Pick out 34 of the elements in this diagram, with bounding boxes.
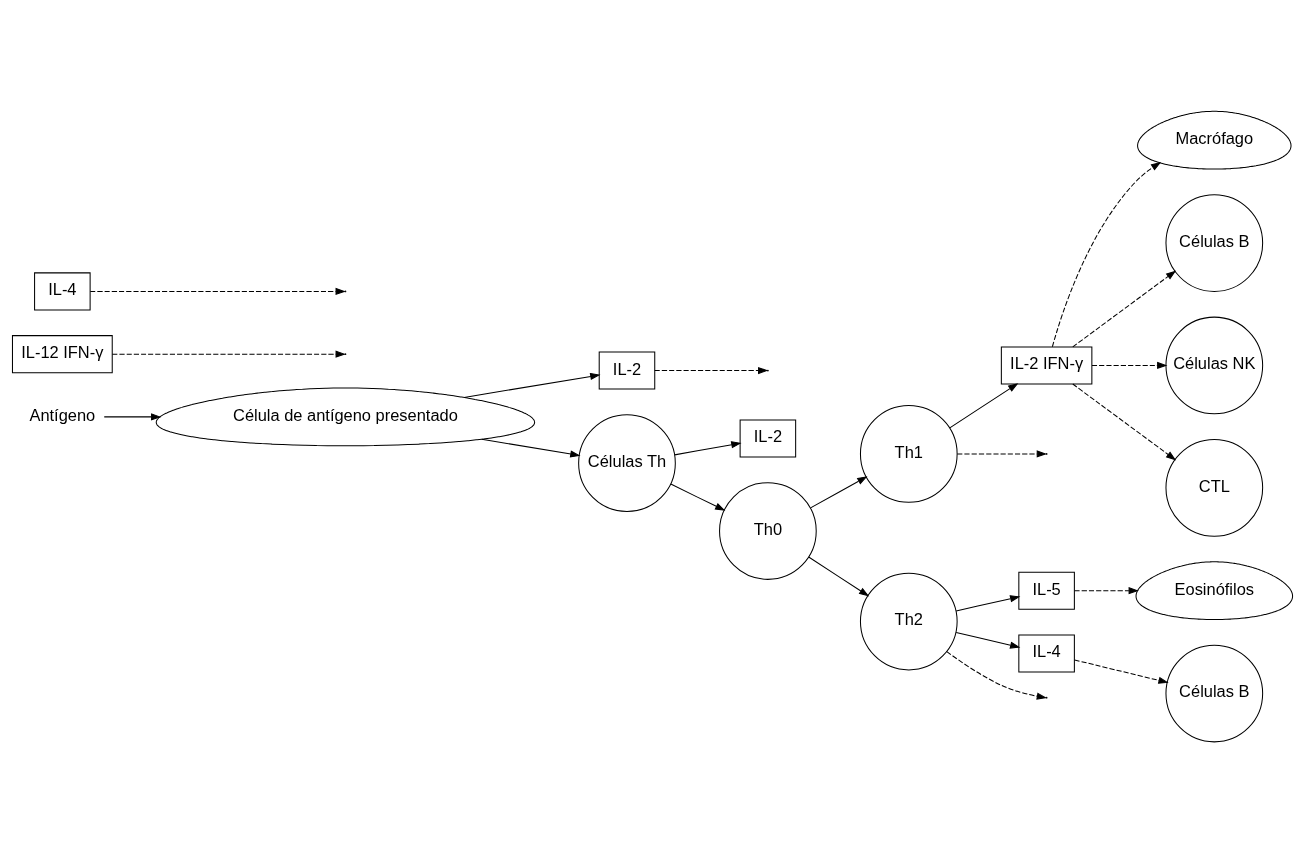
arrow [810,475,868,508]
node-box: IL-12 IFN-γ [11,334,113,373]
node-circle: Células Th [578,413,676,512]
node-box: IL-2 [739,418,797,457]
arrow [946,650,1048,700]
arrow [949,382,1019,428]
node-circle: Th0 [719,481,817,580]
arrow [463,372,601,398]
arrow [674,440,742,455]
node-ellipse: Eosinófilos [1135,560,1294,620]
node-circle: Th1 [859,404,958,503]
node-circle: Células B [1165,644,1264,742]
arrow [103,412,162,420]
arrow [1074,658,1169,684]
arrow [1072,269,1177,347]
arrow [1051,161,1162,347]
arrow [670,483,726,511]
arrow [955,631,1021,649]
arrow [111,350,346,358]
arrow [956,449,1047,457]
arrow [955,594,1021,612]
node-box: IL-4 [1018,633,1075,672]
node-box: IL-4 [34,271,91,310]
node-box: IL-5 [1018,571,1075,610]
arrow [481,438,581,457]
arrow [1091,361,1168,369]
arrow [1072,383,1177,460]
arrow [808,555,870,596]
node-box: IL-2 IFN-γ [1000,345,1093,384]
arrow [1074,586,1139,594]
node-ellipse: Célula de antígeno presentado [155,386,536,446]
node-text: Antígeno [29,405,96,424]
node-box: IL-2 [598,351,656,390]
node-circle: Células NK [1165,316,1264,414]
